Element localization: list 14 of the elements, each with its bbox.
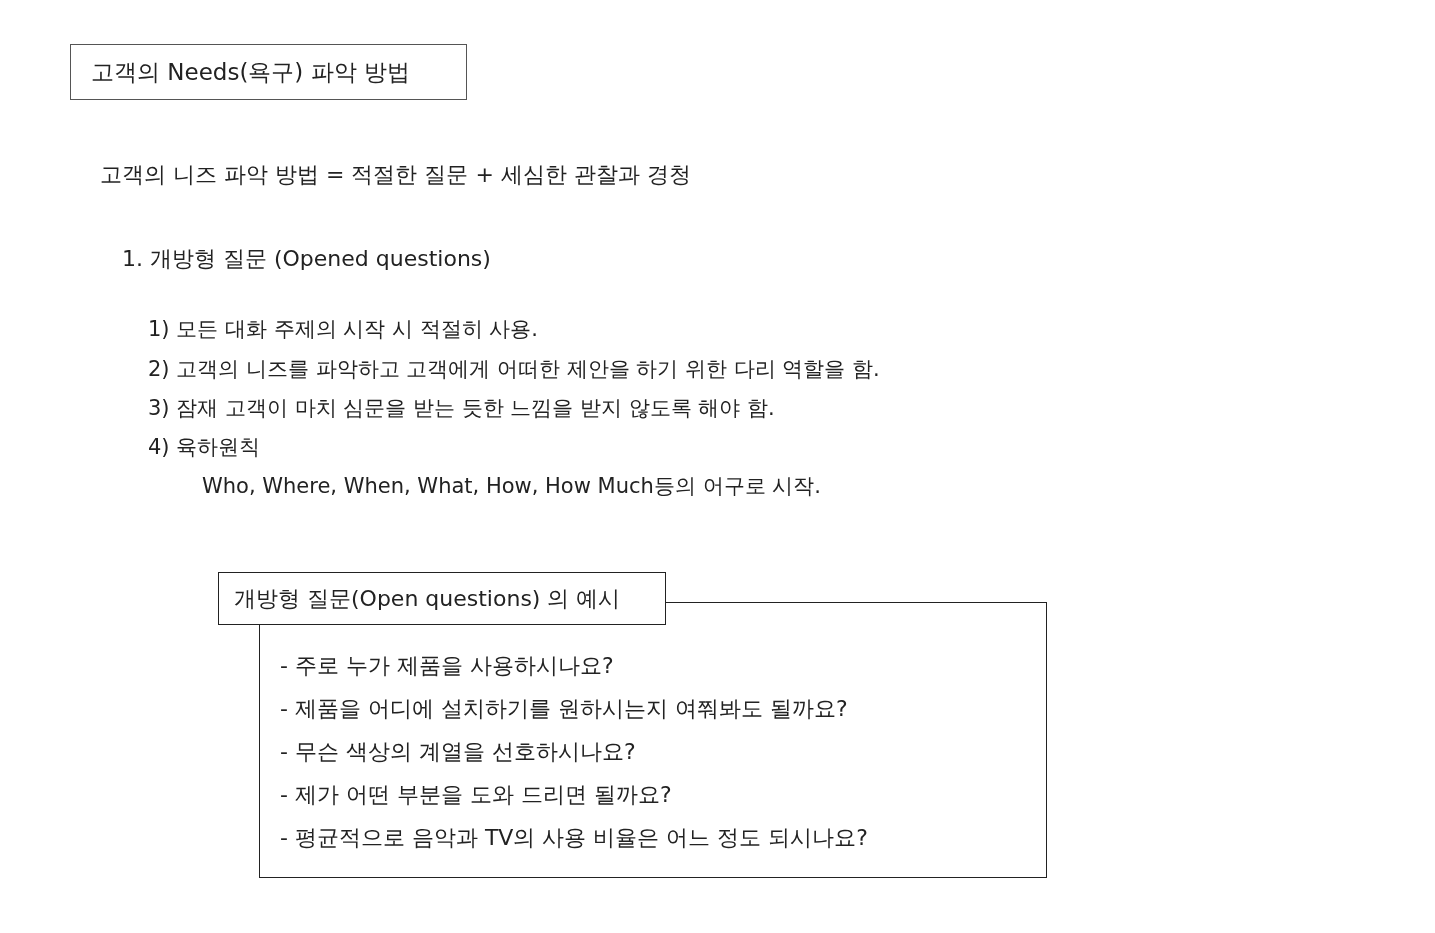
list-item: 2) 고객의 니즈를 파악하고 고객에게 어떠한 제안을 하기 위한 다리 역할을 함. bbox=[148, 356, 880, 383]
question-text: - 제품을 어디에 설치하기를 원하시는지 여쭤봐도 될까요? bbox=[280, 695, 848, 723]
question-text: - 무슨 색상의 계열을 선호하시나요? bbox=[280, 738, 636, 766]
panel-heading: 개방형 질문(Open questions) 의 예시 bbox=[218, 572, 666, 625]
list-item: 3) 잠재 고객이 마치 심문을 받는 듯한 느낌을 받지 않도록 해야 함. bbox=[148, 395, 775, 422]
question-text: - 평균적으로 음악과 TV의 사용 비율은 어느 정도 되시나요? bbox=[280, 824, 869, 852]
heading-box: 고객의 Needs(욕구) 파악 방법 bbox=[70, 44, 467, 100]
list-item: 1) 모든 대화 주제의 시작 시 적절히 사용. bbox=[148, 316, 538, 343]
list-item: 4) 육하원칙 bbox=[148, 434, 261, 461]
question-text: - 주로 누가 제품을 사용하시나요? bbox=[280, 652, 614, 680]
formula-text: 고객의 니즈 파악 방법 = 적절한 질문 + 세심한 관찰과 경청 bbox=[100, 161, 691, 189]
question-text: - 제가 어떤 부분을 도와 드리면 될까요? bbox=[280, 781, 672, 809]
section-heading: 1. 개방형 질문 (Opened questions) bbox=[122, 245, 491, 273]
list-item: Who, Where, When, What, How, How Much등의 어구로 시작. bbox=[202, 473, 821, 500]
